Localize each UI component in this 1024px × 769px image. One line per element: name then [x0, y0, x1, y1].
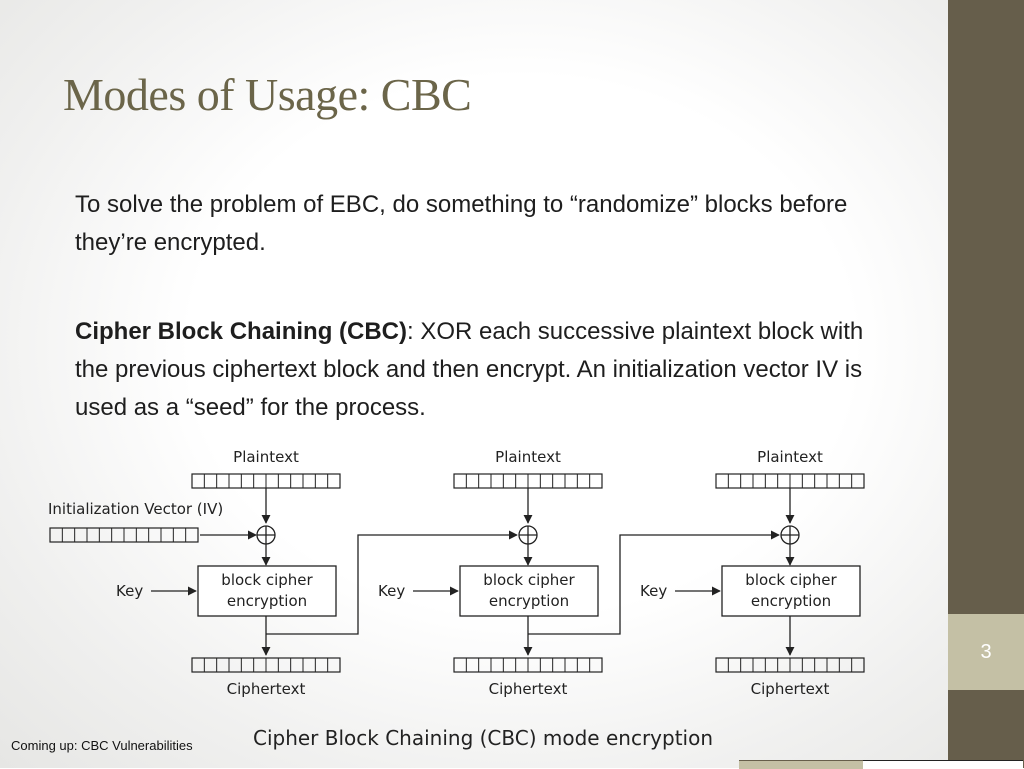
ciphertext-label: Ciphertext — [751, 680, 830, 698]
plaintext-block — [715, 473, 865, 489]
cbc-term: Cipher Block Chaining (CBC) — [75, 318, 408, 345]
cipher-label-line1: block cipher — [745, 571, 837, 589]
slide-title: Modes of Usage: CBC — [63, 69, 472, 120]
paragraph-intro: To solve the problem of EBC, do somethin… — [75, 191, 848, 256]
plaintext-label: Plaintext — [233, 448, 299, 466]
ciphertext-block — [453, 657, 603, 673]
block-cipher-box: block cipher encryption — [721, 565, 861, 617]
xor-icon — [256, 525, 276, 545]
chain-arrow — [528, 530, 780, 635]
bottom-accent-bar-light — [863, 760, 1023, 769]
xor-icon — [780, 525, 800, 545]
plaintext-label: Plaintext — [495, 448, 561, 466]
cbc-description: : XOR each successive plaintext block wi… — [75, 318, 864, 421]
iv-label: Initialization Vector (IV) — [48, 500, 223, 518]
ciphertext-block — [715, 657, 865, 673]
iv-block — [49, 527, 199, 543]
ciphertext-label: Ciphertext — [227, 680, 306, 698]
ciphertext-block — [191, 657, 341, 673]
cbc-stage: Plaintext block cipher encryption KeyCipher… — [378, 448, 780, 698]
cipher-label-line2: encryption — [489, 592, 569, 610]
bottom-accent-bar — [739, 760, 863, 769]
diagram-caption: Cipher Block Chaining (CBC) mode encrypt… — [253, 726, 713, 750]
cipher-label-line2: encryption — [751, 592, 831, 610]
cipher-label-line1: block cipher — [483, 571, 575, 589]
xor-icon — [518, 525, 538, 545]
cbc-stage: Plaintext block cipher encryption KeyCipher… — [116, 448, 518, 698]
iv-block-cells — [49, 527, 199, 543]
block-cipher-box: block cipher encryption — [197, 565, 337, 617]
cbc-stage: Plaintext block cipher encryption KeyCipher… — [640, 448, 865, 698]
plaintext-block — [191, 473, 341, 489]
key-label: Key — [116, 582, 143, 600]
block-cipher-box: block cipher encryption — [459, 565, 599, 617]
key-label: Key — [378, 582, 405, 600]
paragraph-cbc-definition: Cipher Block Chaining (CBC): XOR each su… — [75, 313, 875, 427]
chain-arrow — [266, 530, 518, 635]
cipher-label-line1: block cipher — [221, 571, 313, 589]
page-number: 3 — [948, 614, 1024, 690]
footer-note: Coming up: CBC Vulnerabilities — [11, 738, 193, 753]
cbc-diagram: Plaintext block cipher encryption KeyCipher… — [48, 448, 865, 750]
plaintext-block — [453, 473, 603, 489]
page-number-text: 3 — [980, 640, 992, 663]
ciphertext-label: Ciphertext — [489, 680, 568, 698]
plaintext-label: Plaintext — [757, 448, 823, 466]
key-label: Key — [640, 582, 667, 600]
cipher-label-line2: encryption — [227, 592, 307, 610]
